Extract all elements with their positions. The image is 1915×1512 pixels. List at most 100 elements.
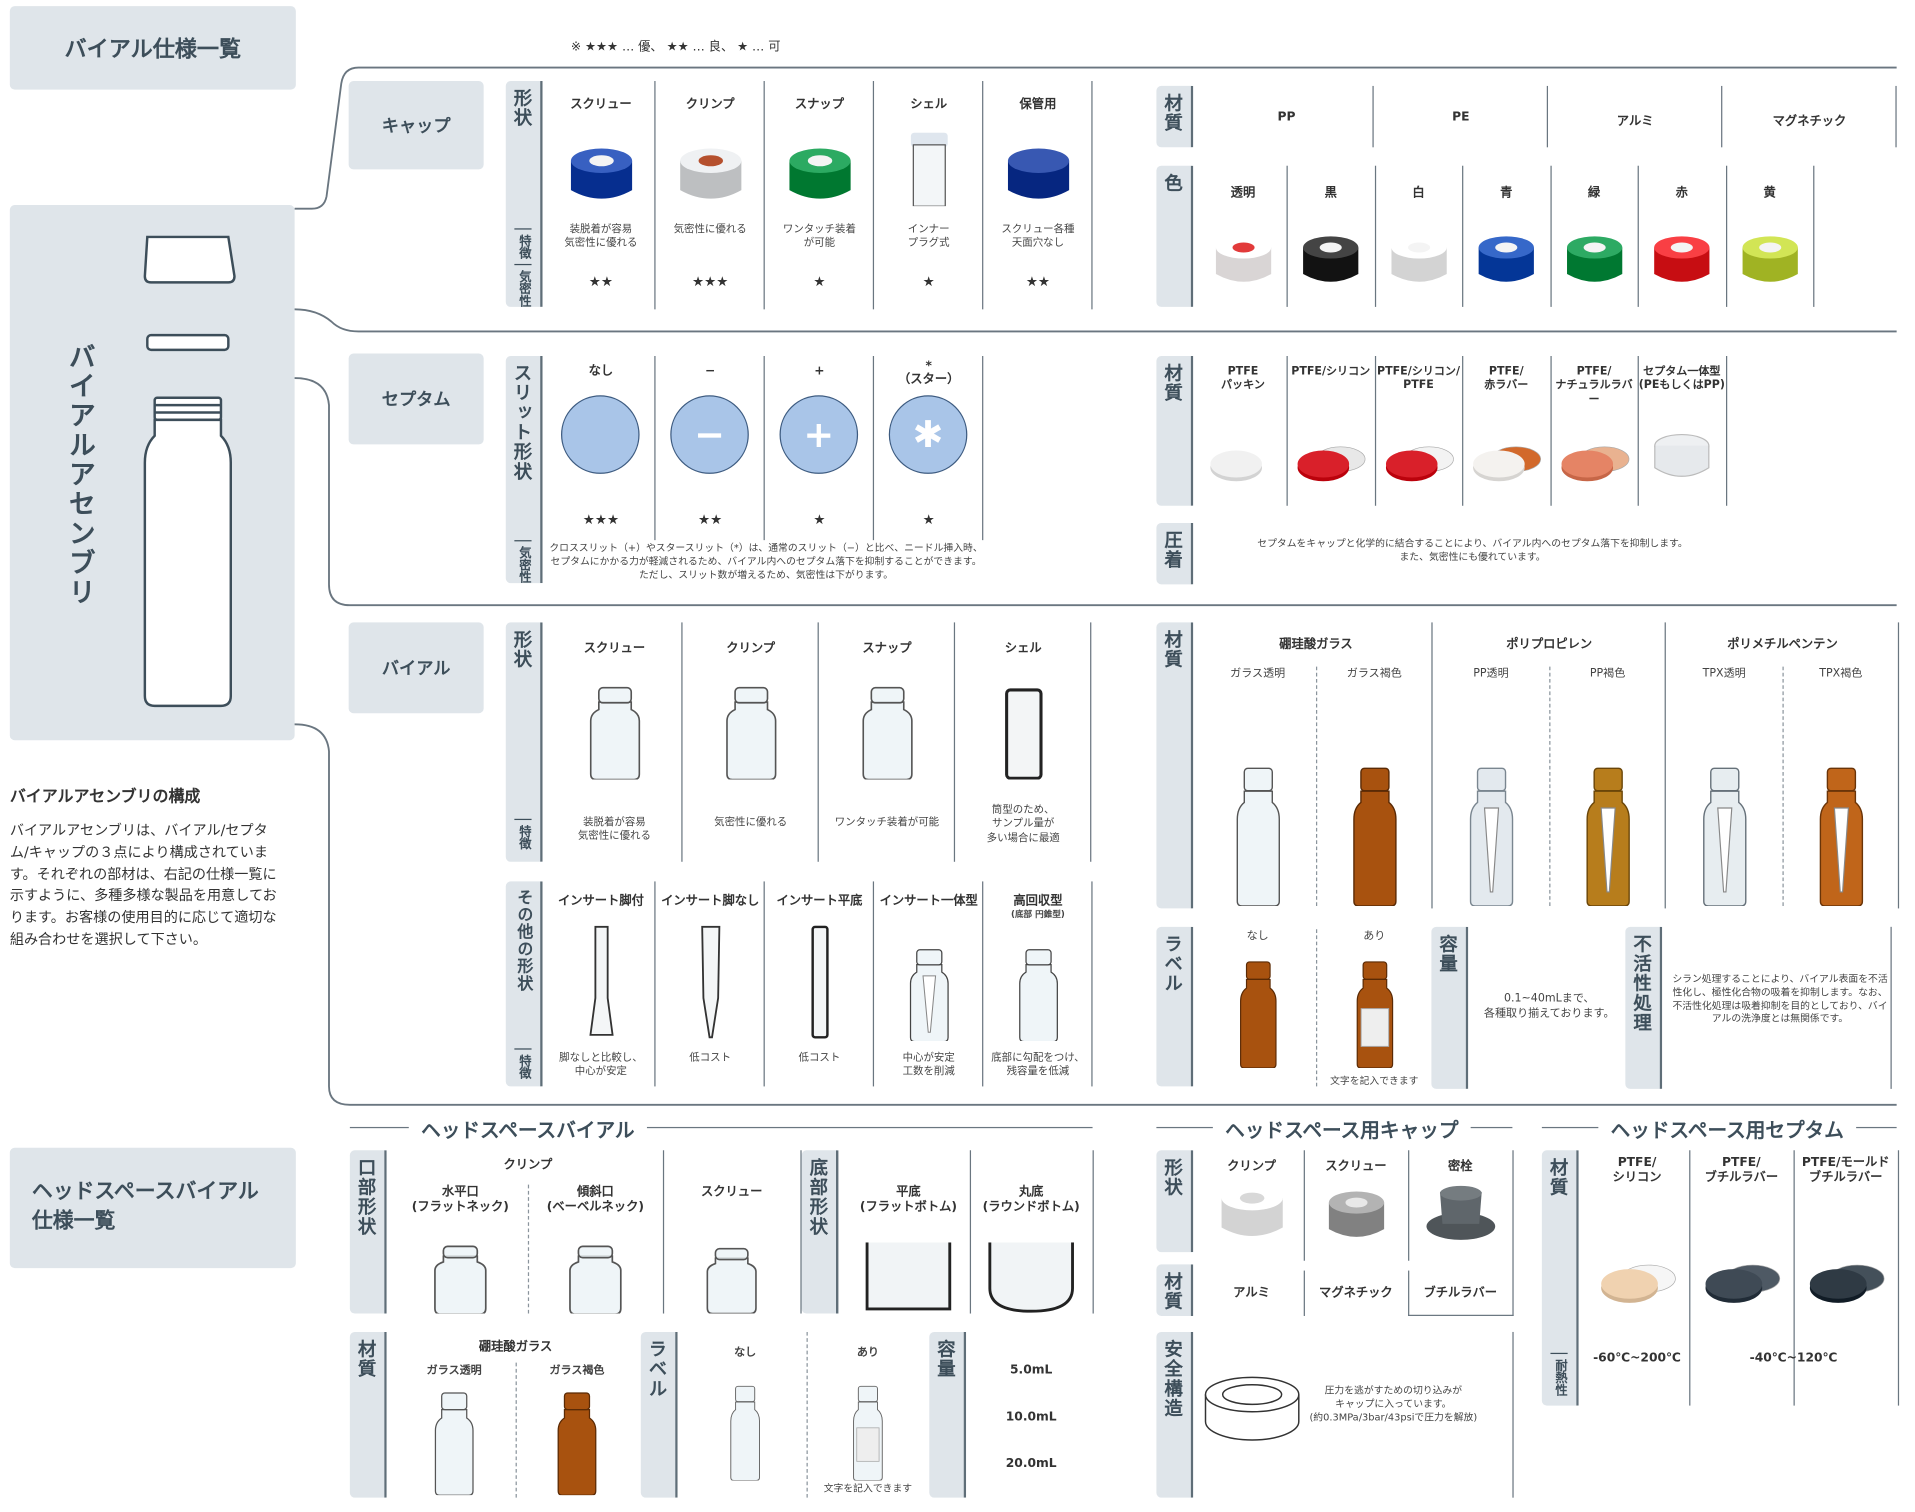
- vial-assembly-icon: [143, 235, 236, 708]
- cap-feature: ワンタッチ装着 が可能: [782, 223, 856, 250]
- septum-image: [1199, 424, 1286, 485]
- cap-color-swatch: [1199, 215, 1286, 289]
- label-vial-image: [1199, 951, 1316, 1069]
- column-divider: [763, 81, 765, 310]
- safety-label: 安全構造: [1161, 1339, 1185, 1418]
- cap-feature: 装脱着が容易 気密性に優れる: [564, 223, 638, 250]
- column-divider: [1286, 356, 1288, 506]
- vial-side-labels: 形状 特徴: [505, 622, 543, 862]
- volume-label: 容量: [1436, 934, 1460, 974]
- material-group-name: ポリメチルペンテン: [1727, 638, 1838, 652]
- material-name: ガラス褐色: [1346, 667, 1402, 681]
- vial-material-image: [1433, 749, 1550, 906]
- volume-text: 0.1~40mLまで、 各種取り揃えております。: [1483, 993, 1615, 1021]
- label-side: ラベル: [1156, 926, 1194, 1087]
- divider: [1890, 926, 1892, 1089]
- column-divider: [1315, 666, 1318, 906]
- deactivation-text: シラン処理することにより、バイアル表面を不活性化し、極性化合物の吸着を抑制します…: [1672, 973, 1888, 1025]
- hs-septum-material: PTFE/ シリコン: [1612, 1156, 1662, 1185]
- hs-septum-image: [1585, 1246, 1689, 1307]
- hs-label-image: [807, 1365, 930, 1481]
- insert-image: [546, 925, 655, 1041]
- column-divider: [527, 1184, 530, 1314]
- mouth-shape-side: 口部形状: [349, 1150, 387, 1314]
- heat-range: -40℃~120℃: [1749, 1351, 1838, 1366]
- hs-cap-shape: 密栓: [1447, 1160, 1473, 1174]
- cap-section-label: キャップ: [348, 81, 484, 170]
- material-label: 材質: [1161, 1271, 1185, 1312]
- hs-shape-name: スクリュー: [700, 1185, 763, 1200]
- cap-color-name: 黒: [1324, 186, 1337, 201]
- volume-label: 容量: [934, 1339, 957, 1379]
- hs-cap-shape: スクリュー: [1325, 1160, 1387, 1174]
- column-divider: [1897, 1150, 1900, 1406]
- column-divider: [1895, 85, 1897, 148]
- glass-group-header: 硼珪酸ガラス: [478, 1340, 553, 1355]
- headspace-cap-heading: ヘッドスペース用キャップ: [1212, 1113, 1471, 1143]
- seal-rating: ★★★: [692, 273, 729, 290]
- label-option: なし: [1246, 930, 1269, 943]
- crimp-group-header: クリンプ: [503, 1158, 553, 1173]
- column-divider: [953, 622, 956, 862]
- material-group-name: 硼珪酸ガラス: [1279, 638, 1353, 652]
- material-name: TPX褐色: [1819, 667, 1863, 681]
- cap-type-name: スクリュー: [570, 98, 632, 112]
- septum-image: [1550, 424, 1637, 485]
- septum-material: PTFE/シリコン: [1291, 365, 1371, 379]
- cap-type-name: スナップ: [794, 98, 844, 112]
- side-label-feature: 特徴: [516, 234, 530, 260]
- column-divider: [1315, 929, 1318, 1087]
- assembly-description: バイアルアセンブリは、バイアル/セプタム/キャップの３点により構成されています。…: [9, 821, 277, 948]
- cap-type-name: シェル: [910, 98, 948, 112]
- cap-material-side: 材質: [1156, 85, 1194, 148]
- vial-section-label: バイアル: [348, 622, 484, 714]
- septum-material: PTFE/シリコン/ PTFE: [1376, 365, 1460, 392]
- heat-resistance-label: 耐熱性: [1552, 1358, 1566, 1396]
- hs-volume-side: 容量: [929, 1331, 967, 1498]
- septum-material: PTFE パッキン: [1221, 365, 1265, 392]
- hs-cap-image: [1408, 1176, 1512, 1244]
- septum-section-label: セプタム: [348, 353, 484, 445]
- vial-image: [955, 681, 1091, 780]
- vial-material-image: [1666, 749, 1783, 906]
- rating-legend: ※ ★★★ … 優、 ★★ … 良、 ★ … 可: [570, 40, 781, 55]
- cap-color-name: 赤: [1675, 186, 1688, 201]
- column-divider: [1090, 622, 1092, 862]
- hs-cap-material: アルミ: [1233, 1286, 1270, 1301]
- side-label-seal: 気密性: [516, 270, 530, 307]
- safety-cap-drawing: [1204, 1376, 1300, 1441]
- material-label: 材質: [1547, 1157, 1570, 1197]
- column-divider: [1091, 881, 1093, 1087]
- material-label: 材質: [1161, 363, 1185, 403]
- column-divider: [1897, 622, 1900, 909]
- septum-image: [1287, 424, 1374, 485]
- hs-vial-image: [393, 1237, 528, 1314]
- cap-color-swatch: [1550, 215, 1637, 289]
- safety-text: 圧力を逃がすための切り込みが キャップに入っています。 (約0.3MPa/3ba…: [1309, 1384, 1478, 1423]
- column-divider: [1374, 356, 1376, 506]
- cap-color-swatch: [1375, 215, 1462, 289]
- assembly-panel: バイアルアセンブリ: [9, 205, 295, 741]
- divider: [1408, 1314, 1514, 1316]
- column-divider: [1549, 666, 1551, 906]
- assembly-heading: バイアルアセンブリの構成: [9, 788, 201, 807]
- other-shape-side: その他の形状 特徴: [505, 881, 543, 1087]
- septum-material: PTFE/ 赤ラバー: [1484, 365, 1529, 392]
- hs-septum-image: [1794, 1246, 1898, 1307]
- column-divider: [872, 881, 875, 1087]
- column-divider: [1721, 85, 1723, 148]
- septum-image: [1375, 424, 1462, 485]
- hs-volume: 20.0mL: [1005, 1457, 1057, 1471]
- column-divider: [1689, 1150, 1691, 1406]
- column-divider: [1431, 622, 1433, 909]
- column-divider: [817, 622, 819, 862]
- cap-color-name: 青: [1500, 186, 1513, 201]
- other-shape-feature: 中心が安定 工数を削減: [902, 1052, 955, 1079]
- cap-color-name: 黄: [1763, 186, 1776, 201]
- heat-range: -60℃~200℃: [1593, 1351, 1681, 1366]
- bottom-shape-label: 底部形状: [807, 1157, 830, 1237]
- hs-label-option: なし: [734, 1346, 757, 1359]
- vial-type-name: スナップ: [862, 642, 912, 656]
- hs-volume: 5.0mL: [1009, 1363, 1053, 1378]
